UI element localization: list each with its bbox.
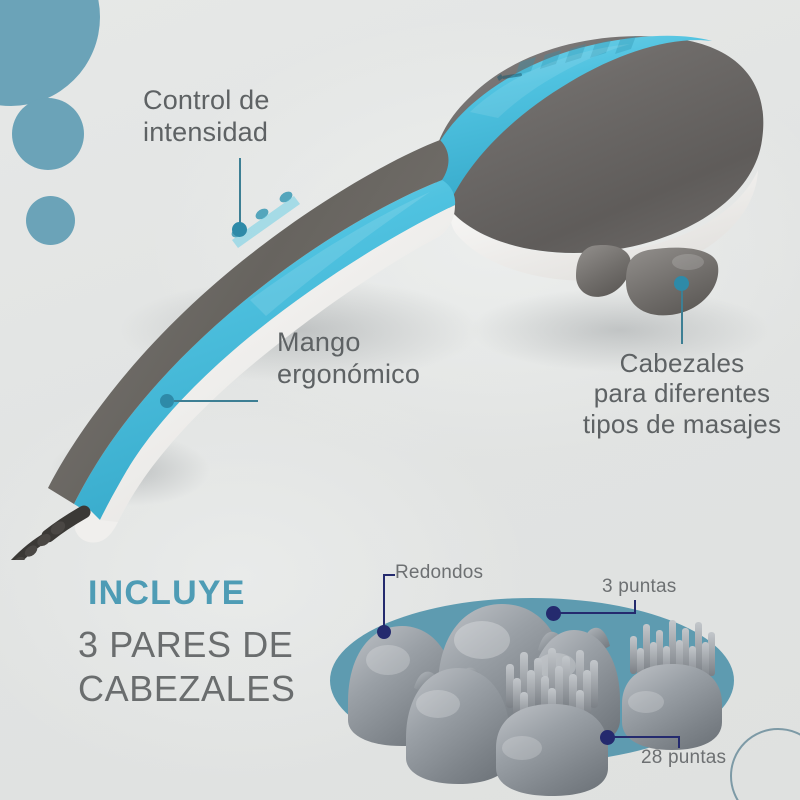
massager-device-illustration	[11, 35, 770, 560]
head-28-point-right	[622, 620, 722, 750]
head-3-point-front	[406, 667, 510, 784]
head-leader-3-puntas-horizontal	[552, 612, 636, 614]
brand-logo-icon	[497, 73, 523, 81]
attachment-heads-group	[330, 552, 770, 800]
head-leader-3-puntas-vertical	[634, 600, 636, 614]
head-callout-label-3-puntas: 3 puntas	[602, 576, 677, 597]
head-leader-28-puntas-vertical	[678, 736, 680, 748]
callout-label-mango-ergonomico: Mango ergonómico	[277, 327, 421, 389]
includes-kicker: INCLUYE	[88, 574, 246, 612]
head-leader-redondos-horizontal	[383, 574, 395, 576]
callout-leader-line-control	[239, 158, 241, 228]
head-leader-28-puntas-horizontal	[606, 736, 680, 738]
callout-dot-cabezales	[674, 276, 689, 291]
head-callout-label-28-puntas: 28 puntas	[641, 747, 727, 768]
includes-block: INCLUYE 3 PARES DE CABEZALES	[78, 576, 346, 711]
callout-dot-mango	[160, 394, 174, 408]
callout-leader-line-cabezales	[681, 288, 683, 344]
callout-label-cabezales: Cabezales para diferentes tipos de masaj…	[582, 348, 782, 439]
attachment-heads-illustration	[348, 604, 722, 796]
decorative-circle-medium	[12, 98, 84, 170]
decorative-circle-small	[26, 196, 75, 245]
head-callout-dot-28-puntas	[600, 730, 615, 745]
includes-headline: 3 PARES DE CABEZALES	[78, 624, 296, 709]
head-leader-redondos-vertical	[383, 574, 385, 629]
callout-leader-line-mango	[174, 400, 258, 402]
head-callout-dot-redondos	[377, 625, 391, 639]
head-callout-label-redondos: Redondos	[395, 562, 484, 583]
decorative-circle-outline	[730, 728, 800, 800]
callout-label-control-intensidad: Control de intensidad	[143, 85, 270, 147]
head-callout-dot-3-puntas	[546, 606, 561, 621]
head-28-point-front	[496, 648, 608, 796]
callout-dot-control	[232, 222, 247, 237]
